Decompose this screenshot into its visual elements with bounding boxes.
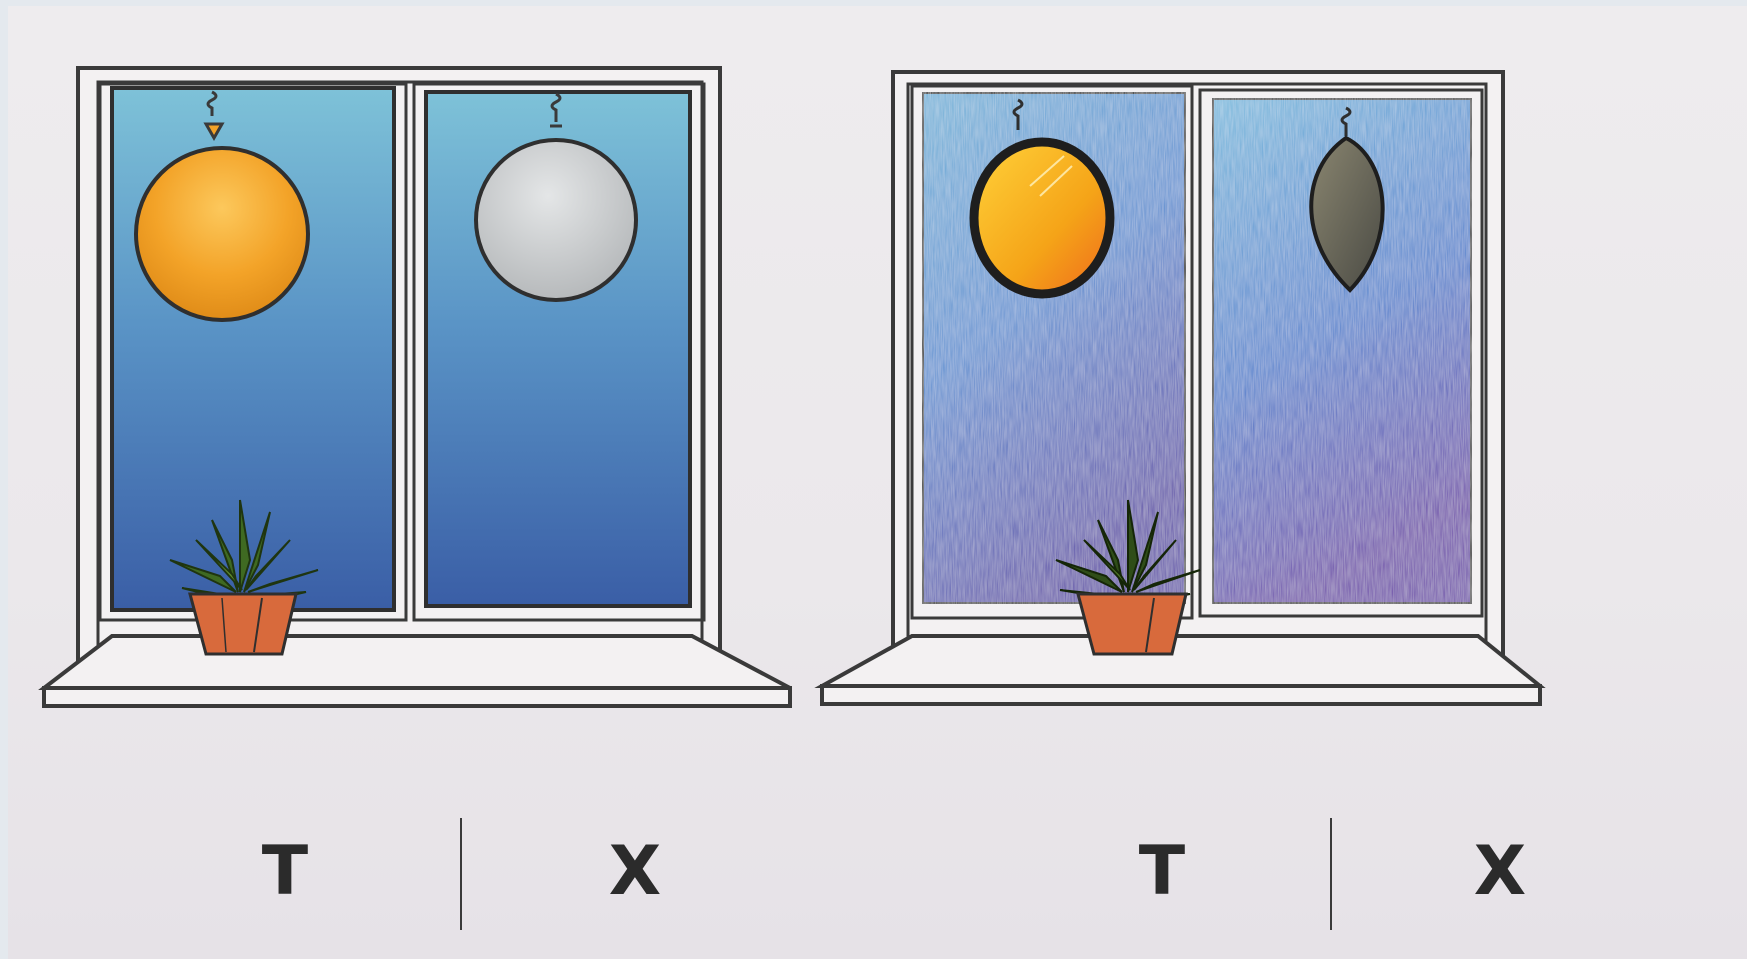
right-window [814, 70, 1546, 706]
plant-pot-icon [1055, 499, 1201, 656]
hook-icon [550, 92, 562, 128]
hook-icon [203, 90, 225, 142]
grey-sphere [474, 138, 638, 302]
orange-sphere [134, 146, 310, 322]
right-window-label-x: X [1473, 832, 1527, 911]
right-window-label-divider [1330, 818, 1332, 930]
left-window [38, 66, 792, 708]
orange-disk [969, 137, 1115, 299]
dark-leaf-shape [1309, 135, 1385, 293]
right-window-label-t: T [1138, 832, 1186, 911]
left-window-label-x: X [608, 832, 662, 911]
hook-icon [1012, 98, 1024, 130]
hook-icon [1340, 106, 1352, 136]
left-window-label-t: T [261, 832, 309, 911]
plant-pot-icon [169, 499, 319, 656]
left-window-label-divider [460, 818, 462, 930]
